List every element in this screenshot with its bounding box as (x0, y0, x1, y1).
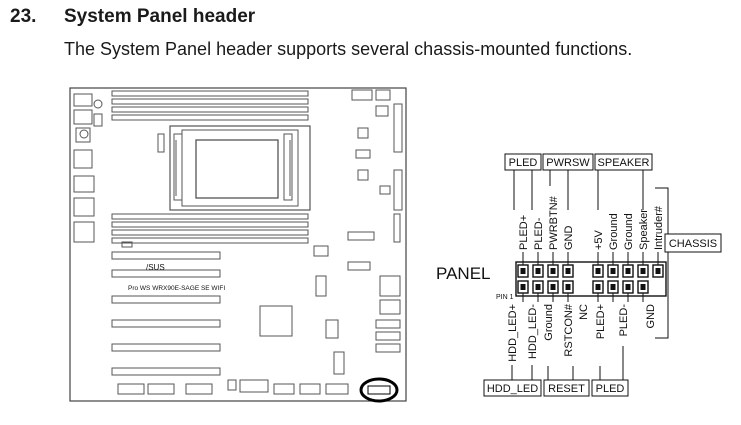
pin-bottom-core (610, 284, 616, 290)
group-label-pwrsw: PWRSW (546, 157, 590, 169)
header-outline (515, 261, 667, 297)
pin-bottom-core (640, 284, 646, 290)
pin-bottom-core (565, 284, 571, 290)
group-label-pled-bottom: PLED (596, 383, 625, 395)
bottom-pin-label: NC (578, 304, 590, 320)
pin-top-core (640, 268, 646, 274)
top-pin-label: PWRBTN# (548, 195, 560, 250)
pin-bottom-core (625, 284, 631, 290)
bottom-pin-label: RSTCON# (563, 303, 575, 356)
pin-top-core (655, 268, 661, 274)
bottom-pin-label: PLED- (618, 304, 630, 337)
bottom-group-boxes (483, 379, 629, 397)
section-number: 23. (10, 6, 37, 27)
pin-bottom-core (595, 284, 601, 290)
pin-top-core (610, 268, 616, 274)
pin-top-core (535, 268, 541, 274)
section-title: System Panel header (64, 6, 256, 27)
group-label-reset: RESET (548, 383, 585, 395)
pin-top-core (520, 268, 526, 274)
panel-header-on-board (367, 385, 391, 395)
top-pin-label: PLED- (533, 217, 545, 250)
panel-label: PANEL (436, 264, 491, 283)
board-logo: /SUS (146, 263, 165, 272)
pin-row (515, 252, 667, 302)
board-model: Pro WS WRX90E-SAGE SE WIFI (128, 285, 225, 292)
group-label-hdd-led: HDD_LED (487, 383, 538, 395)
group-label-chassis: CHASSIS (669, 238, 717, 250)
panel-header-highlight (359, 377, 399, 403)
bottom-pin-label: HDD_LED- (527, 304, 539, 359)
top-pin-label: Ground (608, 213, 620, 250)
bottom-pin-label: Ground (543, 304, 555, 341)
top-pin-label: PLED+ (518, 215, 530, 250)
top-pin-label: Intruder# (653, 205, 665, 250)
top-group-boxes (504, 153, 722, 253)
bottom-pin-label: HDD_LED+ (507, 304, 519, 362)
top-pin-label: GND (563, 226, 575, 251)
group-label-pled: PLED (509, 157, 538, 169)
group-label-speaker: SPEAKER (598, 157, 650, 169)
section-description: The System Panel header supports several… (64, 39, 633, 59)
pin1-label: PIN 1 (496, 294, 514, 301)
bottom-pin-label: PLED+ (595, 304, 607, 339)
pin-top-core (565, 268, 571, 274)
top-pin-label: Speaker (638, 209, 650, 250)
motherboard-diagram (69, 87, 407, 402)
pin-bottom-core (535, 284, 541, 290)
pin-top-core (595, 268, 601, 274)
pin-labels-bottom: HDD_LED+ HDD_LED- Ground RSTCON#NC PLED+ PLED… (507, 303, 657, 362)
top-pin-label: +5V (593, 229, 605, 250)
pin-top-core (625, 268, 631, 274)
bracket-lines (511, 170, 669, 380)
top-pin-label: Ground (623, 213, 635, 250)
pin-bottom-core (520, 284, 526, 290)
pin-bottom-core (550, 284, 556, 290)
bottom-pin-label: GND (645, 304, 657, 329)
pin-top-core (550, 268, 556, 274)
